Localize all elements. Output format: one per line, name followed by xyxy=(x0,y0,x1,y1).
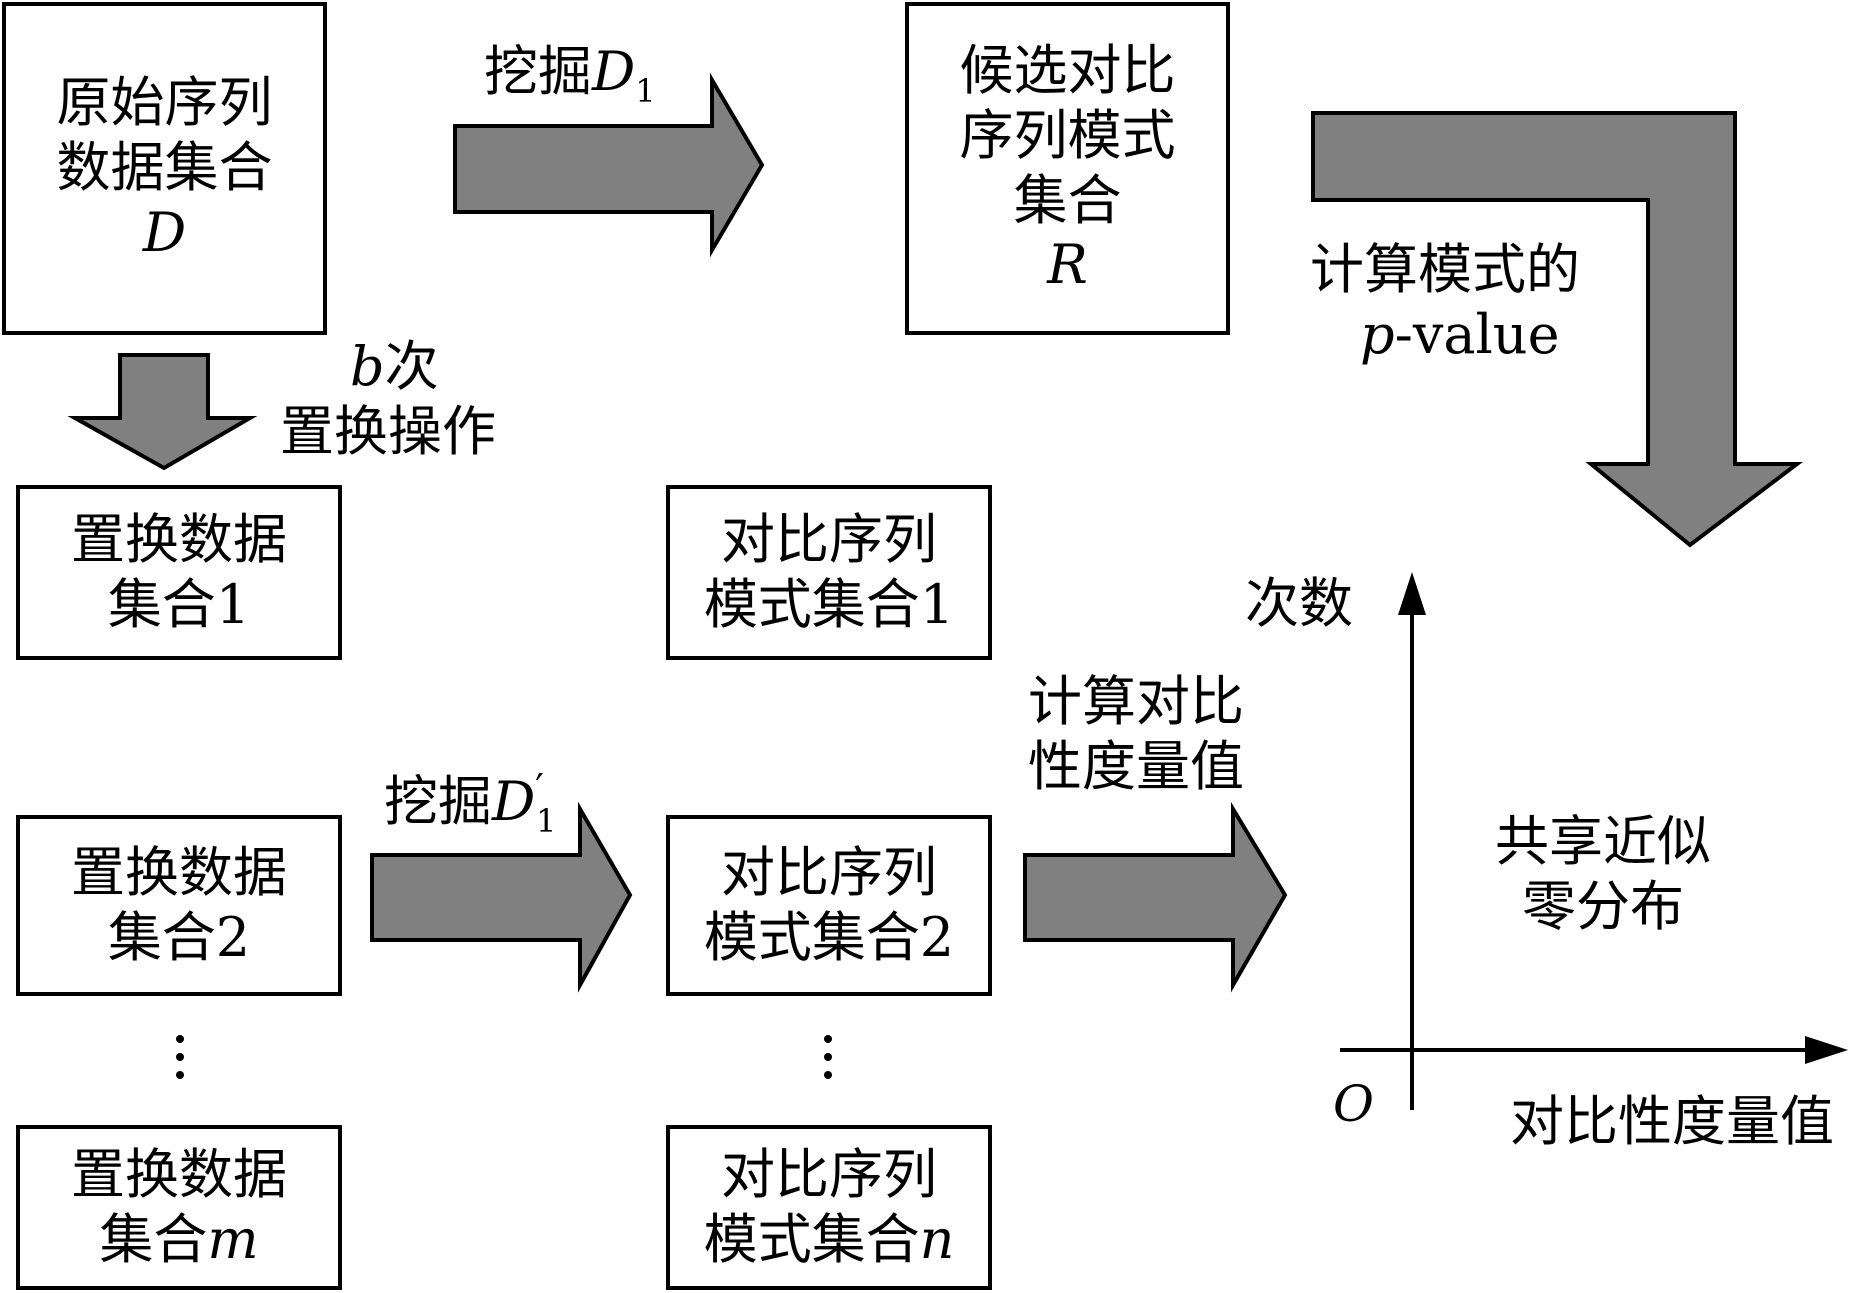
contrast-pattern-set-n-box: 对比序列 模式集合n xyxy=(666,1125,992,1290)
mine-d1-arrow xyxy=(453,72,765,258)
mine-d1-text: 挖掘 xyxy=(484,40,592,103)
ellipsis-dot xyxy=(824,1071,832,1079)
mine-d1-var: D xyxy=(592,40,636,103)
contrast-pattern-set-1-line1: 对比序列 xyxy=(721,507,937,571)
mine-d1-prime-mark: ′ xyxy=(535,766,544,810)
shared-null-distribution-label: 共享近似 零分布 xyxy=(1495,810,1711,940)
ellipsis-right xyxy=(824,1025,832,1089)
y-axis-arrowhead-icon xyxy=(1398,572,1426,615)
ellipsis-dot xyxy=(176,1053,184,1061)
permute-label: b次 置换操作 xyxy=(280,335,496,465)
permuted-dataset-m-line1: 置换数据 xyxy=(71,1142,287,1206)
compute-contrast-arrow xyxy=(1023,801,1288,993)
compute-pvalue-rest: -value xyxy=(1394,302,1560,366)
permuted-dataset-1-line2: 集合1 xyxy=(107,572,251,636)
contrast-pattern-set-n-var: n xyxy=(919,1207,955,1271)
contrast-pattern-set-1-line2: 模式集合1 xyxy=(703,572,955,636)
contrast-pattern-set-2-line1: 对比序列 xyxy=(721,840,937,904)
original-dataset-var: D xyxy=(142,200,187,264)
origin-label: O xyxy=(1333,1075,1374,1133)
mine-d1-prime-label: 挖掘D′1 xyxy=(384,766,556,840)
candidate-line3: 集合 xyxy=(1013,168,1122,232)
mine-d1-label: 挖掘D1 xyxy=(484,40,656,110)
permuted-dataset-m-var: m xyxy=(207,1207,259,1271)
original-dataset-line1: 原始序列 xyxy=(56,71,273,135)
permute-line1: 次 xyxy=(384,335,439,398)
original-dataset-box: 原始序列 数据集合 D xyxy=(2,2,327,335)
contrast-pattern-set-n-line1: 对比序列 xyxy=(721,1142,937,1206)
candidate-line1: 候选对比 xyxy=(959,38,1176,102)
permute-down-arrow xyxy=(67,353,258,471)
x-axis-arrowhead-icon xyxy=(1805,1036,1848,1064)
permuted-dataset-2-line2: 集合2 xyxy=(107,905,251,969)
compute-pvalue-arrow xyxy=(1311,111,1803,548)
candidate-pattern-set-box: 候选对比 序列模式 集合 R xyxy=(905,2,1230,335)
contrast-pattern-set-2-line2: 模式集合2 xyxy=(703,905,955,969)
original-dataset-line2: 数据集合 xyxy=(56,136,273,200)
compute-contrast-line1: 计算对比 xyxy=(1028,670,1244,733)
ellipsis-dot xyxy=(176,1071,184,1079)
contrast-pattern-set-1-box: 对比序列 模式集合1 xyxy=(666,485,992,660)
permuted-dataset-m-prefix: 集合 xyxy=(99,1207,208,1271)
permute-line2: 置换操作 xyxy=(280,399,496,463)
permuted-dataset-2-box: 置换数据 集合2 xyxy=(16,815,342,996)
mine-d1-prime-arrow xyxy=(370,801,633,993)
shared-line1: 共享近似 xyxy=(1495,810,1711,873)
ellipsis-left xyxy=(176,1025,184,1089)
x-axis-label: 对比性度量值 xyxy=(1510,1090,1834,1153)
y-axis-label: 次数 xyxy=(1245,572,1353,635)
mine-d1-prime-var: D xyxy=(492,770,536,833)
mine-d1-prime-text: 挖掘 xyxy=(384,770,492,833)
ellipsis-dot xyxy=(824,1053,832,1061)
permute-var: b xyxy=(350,335,385,398)
compute-pvalue-label: 计算模式的 p-value xyxy=(1310,238,1580,368)
ellipsis-dot xyxy=(824,1035,832,1043)
permuted-dataset-m-line2: 集合m xyxy=(99,1208,258,1273)
mine-d1-sub: 1 xyxy=(635,71,656,110)
contrast-pattern-set-n-line2: 模式集合n xyxy=(704,1208,955,1273)
compute-contrast-label: 计算对比 性度量值 xyxy=(1028,670,1244,800)
candidate-var: R xyxy=(1047,233,1088,297)
contrast-pattern-set-2-box: 对比序列 模式集合2 xyxy=(666,815,992,996)
candidate-line2: 序列模式 xyxy=(959,103,1176,167)
compute-pvalue-line1: 计算模式的 xyxy=(1310,238,1580,301)
permuted-dataset-1-line1: 置换数据 xyxy=(71,507,287,571)
ellipsis-dot xyxy=(176,1035,184,1043)
shared-line2: 零分布 xyxy=(1522,874,1684,938)
permuted-dataset-2-line1: 置换数据 xyxy=(71,840,287,904)
permuted-dataset-1-box: 置换数据 集合1 xyxy=(16,485,342,660)
compute-pvalue-var: p xyxy=(1360,302,1395,366)
compute-contrast-line2: 性度量值 xyxy=(1028,734,1244,798)
mine-d1-prime-sub: 1 xyxy=(535,801,557,840)
contrast-pattern-set-n-prefix: 模式集合 xyxy=(703,1207,920,1271)
permuted-dataset-m-box: 置换数据 集合m xyxy=(16,1125,342,1290)
